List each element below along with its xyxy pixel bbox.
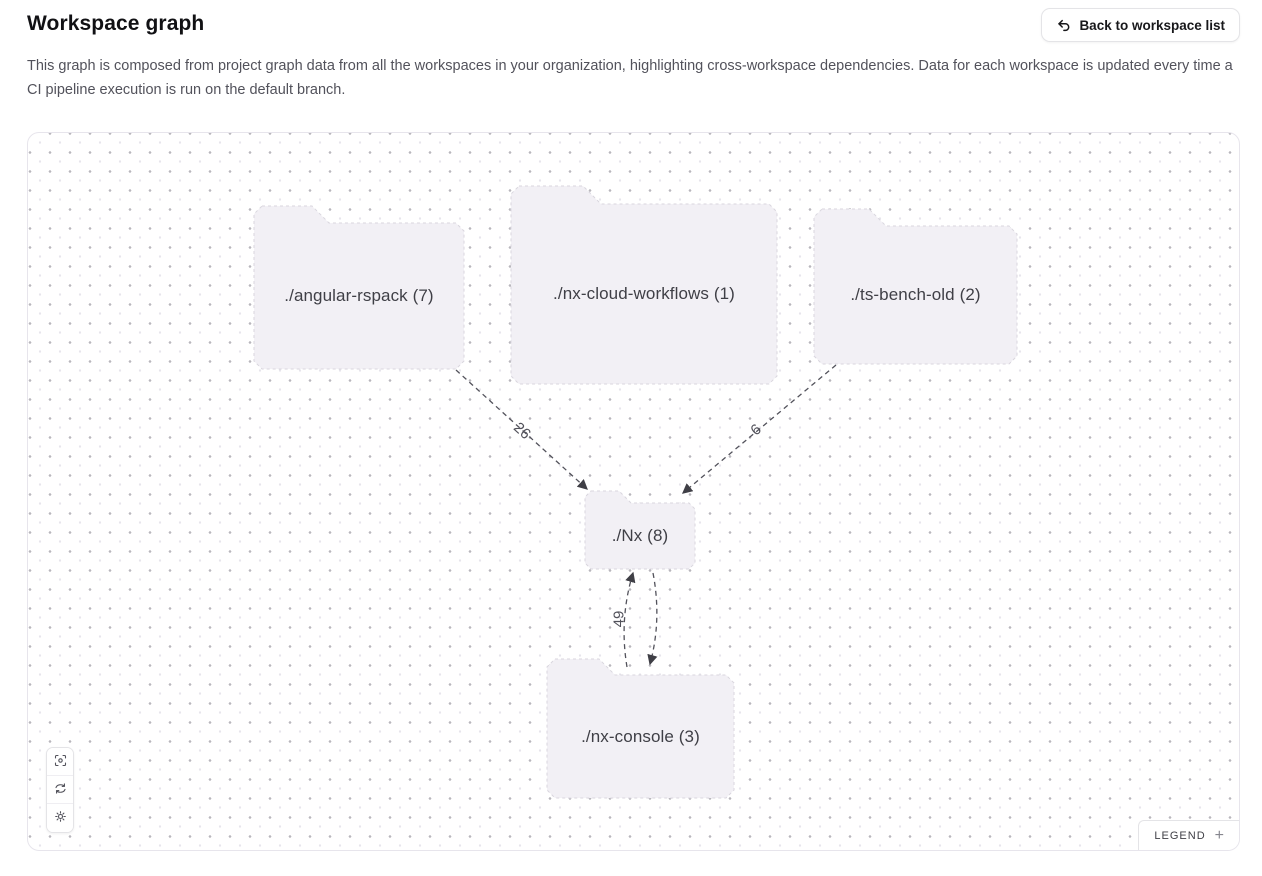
back-button-label: Back to workspace list [1079, 17, 1225, 33]
edge-count-label-angular-rspack-nx: 26 [510, 419, 534, 443]
undo-arrow-icon [1056, 18, 1071, 33]
edge-nx-console-to-nx [623, 571, 636, 668]
back-to-workspace-list-button[interactable]: Back to workspace list [1041, 8, 1240, 42]
node-nx-cloud-workflows[interactable]: ./nx-cloud-workflows (1) [510, 185, 778, 385]
settings-gear-icon [54, 810, 67, 826]
edge-nx-to-nx-console [647, 572, 658, 666]
node-label: ./Nx (8) [611, 526, 669, 545]
legend-label: LEGEND [1154, 829, 1206, 842]
page-title: Workspace graph [27, 12, 205, 35]
node-label: ./nx-console (3) [581, 726, 700, 746]
folder-shape [584, 490, 696, 570]
node-nx[interactable]: ./Nx (8) [584, 490, 696, 570]
legend-toggle[interactable]: LEGEND + [1138, 820, 1239, 850]
fit-view-button[interactable] [47, 748, 73, 776]
edge-count-label-ts-bench-old-nx: 6 [747, 420, 765, 440]
node-label: ./nx-cloud-workflows (1) [553, 284, 735, 303]
workspace-graph-canvas[interactable]: ./angular-rspack (7) ./nx-cloud-workflow… [27, 132, 1240, 851]
fit-view-icon [54, 754, 67, 770]
edge-ts-bench-old-to-nx [682, 364, 837, 494]
node-ts-bench-old[interactable]: ./ts-bench-old (2) [813, 208, 1018, 365]
node-nx-console[interactable]: ./nx-console (3) [546, 658, 735, 799]
node-label: ./angular-rspack (7) [284, 286, 434, 305]
folder-shape [813, 208, 1018, 365]
refresh-icon [54, 782, 67, 798]
graph-settings-button[interactable] [47, 804, 73, 832]
edge-count-label-nx-console-nx: 49 [610, 610, 628, 628]
node-label: ./ts-bench-old (2) [850, 285, 981, 304]
folder-shape [253, 205, 465, 370]
node-angular-rspack[interactable]: ./angular-rspack (7) [253, 205, 465, 370]
canvas-toolbar [46, 747, 74, 833]
refresh-graph-button[interactable] [47, 776, 73, 804]
folder-shape [510, 185, 778, 385]
page-description: This graph is composed from project grap… [27, 58, 1233, 98]
edge-angular-rspack-to-nx [455, 369, 588, 490]
plus-icon: + [1214, 826, 1224, 844]
folder-shape [546, 658, 735, 799]
